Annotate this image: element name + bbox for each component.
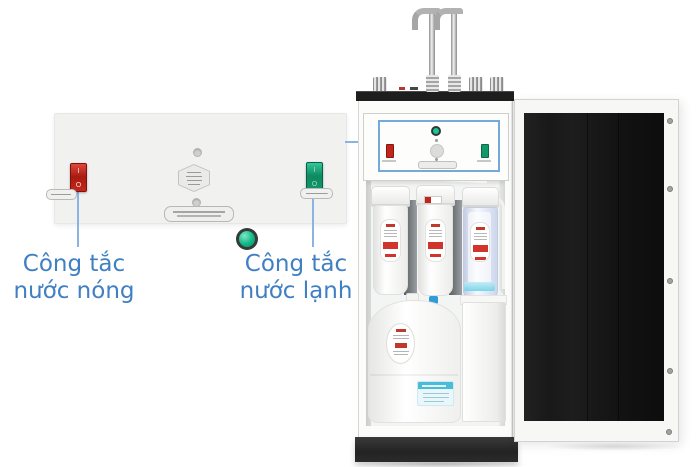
filter3-cyan-band	[464, 282, 495, 291]
mini-hot-switch-tag	[382, 160, 396, 162]
cold-water-switch: I O	[306, 162, 323, 191]
faucet-pipe	[429, 14, 435, 78]
control-panel-zoom	[54, 113, 347, 250]
mini-cold-switch-tag	[477, 160, 491, 162]
switch-off-marking: O	[311, 180, 318, 188]
faucet-base	[448, 75, 461, 92]
switch-on-marking: I	[313, 166, 316, 174]
cold-switch-leader-line	[312, 168, 314, 247]
tank-cyan-sticker	[417, 381, 454, 406]
hot-annotation-line1: Công tắc	[22, 251, 126, 277]
faucet-gooseneck	[412, 8, 441, 30]
mini-power-led-icon	[433, 128, 439, 134]
callout-highlight-box	[378, 120, 500, 172]
power-led-ring-icon	[236, 228, 258, 250]
screw-icon	[435, 139, 438, 142]
door-shadow	[545, 442, 685, 451]
hot-indicator-mark	[399, 87, 405, 90]
door-hinge-gap	[511, 100, 514, 438]
filter2-label	[425, 219, 446, 262]
cold-switch-annotation: Công tắc nước lạnh	[223, 251, 369, 305]
filter3-cap	[462, 187, 499, 208]
mini-cold-water-switch	[481, 144, 489, 158]
switch-off-marking: O	[75, 181, 82, 189]
screw-icon	[435, 158, 438, 161]
screw-icon	[193, 148, 202, 157]
hot-water-switch: I O	[70, 163, 87, 192]
warning-label	[164, 206, 234, 222]
blue-fitting	[429, 296, 438, 304]
hexagon-spec-badge	[178, 164, 210, 192]
screw-icon	[667, 186, 673, 192]
faucet-gooseneck	[434, 8, 463, 30]
mini-hex-badge	[430, 144, 444, 158]
cabinet-shadow	[350, 460, 530, 467]
filter2-cap-label	[424, 196, 442, 204]
filter3-label	[470, 222, 490, 262]
hot-switch-tag	[46, 189, 77, 200]
filter1-cap	[371, 186, 410, 207]
cold-indicator-mark	[410, 87, 418, 90]
faucet-knob	[373, 77, 387, 91]
faucet-knob	[490, 77, 504, 91]
hot-switch-leader-line	[77, 170, 79, 247]
door-inner-black-panel	[524, 113, 664, 421]
tank-seam	[370, 374, 458, 376]
cabinet-base	[355, 437, 518, 462]
faucet-base	[426, 75, 439, 92]
hot-annotation-line2: nước nóng	[13, 278, 135, 304]
mini-power-led-ring-icon	[431, 126, 441, 136]
mini-warning-label	[418, 161, 457, 169]
screw-icon	[666, 429, 672, 435]
faucet-pipe	[451, 14, 457, 78]
hot-switch-annotation: Công tắc nước nóng	[1, 251, 147, 305]
power-led-icon	[239, 231, 255, 247]
mini-hot-water-switch	[386, 144, 394, 158]
screw-icon	[667, 278, 673, 284]
cold-annotation-line2: nước lạnh	[239, 278, 353, 304]
cold-annotation-line1: Công tắc	[244, 251, 348, 277]
faucet-knob	[469, 77, 483, 91]
pump-cover	[462, 302, 506, 422]
filter1-label	[380, 219, 401, 262]
hexagon-spec-badge-text	[179, 165, 209, 191]
cabinet-countertop	[356, 91, 514, 101]
tank-label	[386, 323, 415, 364]
screw-icon	[667, 368, 673, 374]
cold-switch-tag	[300, 188, 333, 199]
screw-icon	[667, 118, 673, 124]
switch-on-marking: I	[77, 167, 80, 175]
